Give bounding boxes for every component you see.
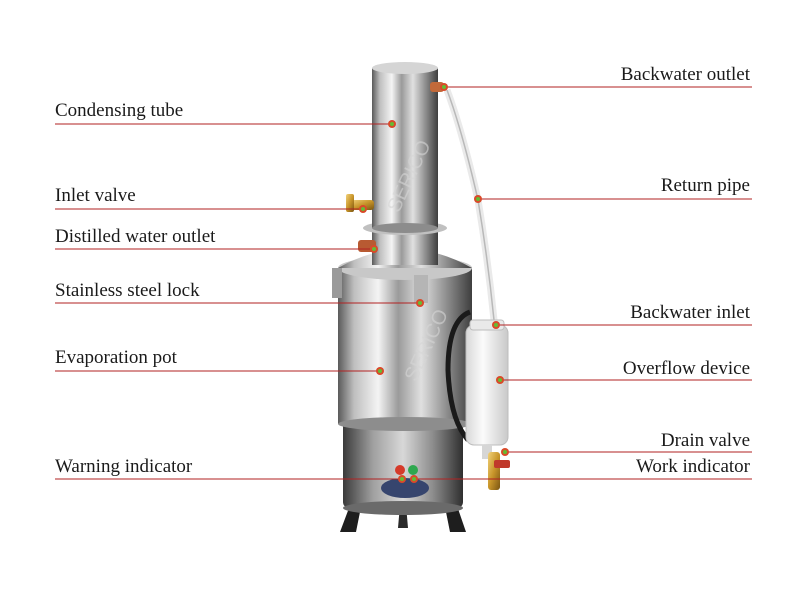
label-evaporation-pot: Evaporation pot bbox=[55, 347, 177, 368]
leader-distilled-water-outlet-dot-center bbox=[372, 247, 376, 251]
leader-condensing-tube-dot-center bbox=[390, 122, 394, 126]
label-condensing-tube: Condensing tube bbox=[55, 100, 184, 121]
backwater-outlet-fitting bbox=[430, 82, 444, 92]
drain-valve-part bbox=[488, 452, 510, 490]
black-hose bbox=[445, 309, 472, 442]
label-stainless-steel-lock: Stainless steel lock bbox=[55, 280, 200, 301]
label-backwater-inlet: Backwater inlet bbox=[630, 302, 750, 323]
label-warning-indicator: Warning indicator bbox=[55, 456, 193, 477]
overflow-device-part bbox=[465, 319, 509, 459]
label-drain-valve: Drain valve bbox=[660, 430, 750, 451]
label-work-indicator: Work indicator bbox=[635, 456, 750, 477]
work-light-icon bbox=[408, 465, 418, 475]
condensing-column bbox=[363, 62, 447, 265]
base-section bbox=[343, 420, 463, 515]
leader-backwater-inlet-dot-center bbox=[494, 323, 498, 327]
leader-warning-indicator-dot-center bbox=[400, 477, 404, 481]
leader-drain-valve-dot-center bbox=[503, 450, 507, 454]
label-overflow-device: Overflow device bbox=[622, 358, 750, 379]
label-distilled-water-outlet: Distilled water outlet bbox=[55, 226, 216, 247]
leader-lines bbox=[55, 83, 752, 483]
leader-work-indicator-dot-center bbox=[412, 477, 416, 481]
label-return-pipe: Return pipe bbox=[660, 175, 750, 196]
leader-backwater-outlet-dot-center bbox=[442, 85, 446, 89]
warning-light-icon bbox=[395, 465, 405, 475]
leader-return-pipe-dot-center bbox=[476, 197, 480, 201]
leader-overflow-device-dot-center bbox=[498, 378, 502, 382]
label-backwater-outlet: Backwater outlet bbox=[620, 64, 750, 85]
label-inlet-valve: Inlet valve bbox=[55, 185, 136, 206]
leader-stainless-steel-lock-dot-center bbox=[418, 301, 422, 305]
inlet-valve-part bbox=[346, 194, 374, 212]
leader-evaporation-pot-dot-center bbox=[378, 369, 382, 373]
leader-inlet-valve-dot-center bbox=[361, 207, 365, 211]
